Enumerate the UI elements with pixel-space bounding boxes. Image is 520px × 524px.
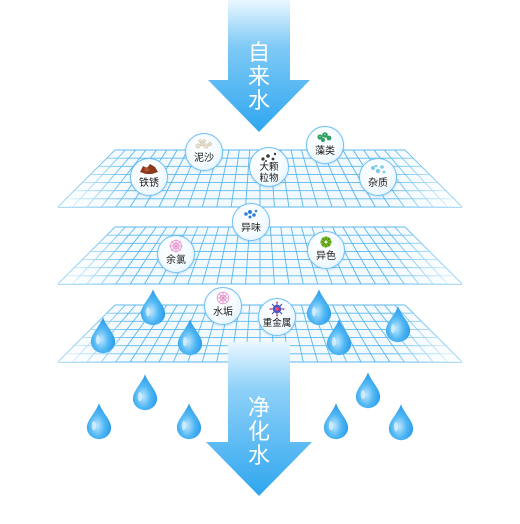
- inflow-label-char: 来: [247, 65, 270, 90]
- impurity-label: 杂质: [368, 178, 388, 189]
- impurity-large-particles: 大颗粒物: [249, 147, 289, 187]
- impurity-label: 铁锈: [139, 178, 159, 189]
- water-drop: [388, 404, 414, 441]
- impurity-label-text: 大颗粒物: [259, 162, 279, 184]
- impurity-rust: 铁锈: [130, 158, 168, 196]
- impurity-sand: 泥沙: [185, 133, 223, 171]
- outflow-label: 净 化 水: [239, 397, 279, 469]
- inflow-label-char: 水: [247, 89, 270, 114]
- filter-layer-middle: [57, 226, 463, 285]
- odor-icon: [233, 204, 269, 224]
- scale-icon: [205, 288, 241, 308]
- discoloration-icon: [308, 232, 344, 252]
- impurity-label: 水垢: [213, 307, 233, 318]
- impurity-heavy-metal: 重金属: [258, 298, 296, 336]
- grid-edge-fade: [58, 227, 462, 284]
- rust-chunks-icon: [131, 159, 167, 179]
- inflow-arrow: [208, 0, 310, 132]
- impurity-label: 异味: [241, 223, 261, 234]
- large-particles-icon: [250, 150, 288, 164]
- water-drop: [306, 289, 332, 326]
- impurity-label: 异色: [316, 251, 336, 262]
- outflow-label-char: 化: [247, 420, 270, 445]
- outflow-label-char: 水: [247, 444, 270, 469]
- impurity-color: 异色: [307, 231, 345, 269]
- water-drop: [323, 403, 349, 440]
- impurity-algae: 藻类: [306, 126, 344, 164]
- impurity-scale: 水垢: [204, 287, 242, 325]
- impurity-label: 余氯: [166, 255, 186, 266]
- residual-chlorine-icon: [158, 236, 194, 256]
- water-drop: [176, 403, 202, 440]
- impurity-icon: [360, 159, 396, 179]
- impurity-label: 泥沙: [194, 153, 214, 164]
- outflow-arrow: [206, 342, 312, 496]
- impurity-label: 重金属: [262, 318, 292, 329]
- heavy-metal-icon: [259, 299, 295, 319]
- water-drop: [355, 372, 381, 409]
- water-drop: [86, 403, 112, 440]
- sand-grains-icon: [186, 134, 222, 154]
- impurity-chlorine: 余氯: [157, 235, 195, 273]
- inflow-label-char: 自: [247, 41, 270, 66]
- water-drop: [140, 289, 166, 326]
- impurity-odor: 异味: [232, 203, 270, 241]
- algae-icon: [307, 127, 343, 147]
- water-drop: [132, 374, 158, 411]
- impurity-misc: 杂质: [359, 158, 397, 196]
- inflow-label: 自 来 水: [239, 42, 279, 114]
- impurity-label: 藻类: [315, 146, 335, 157]
- impurity-label: 大颗粒物: [250, 162, 288, 184]
- outflow-label-char: 净: [247, 396, 270, 421]
